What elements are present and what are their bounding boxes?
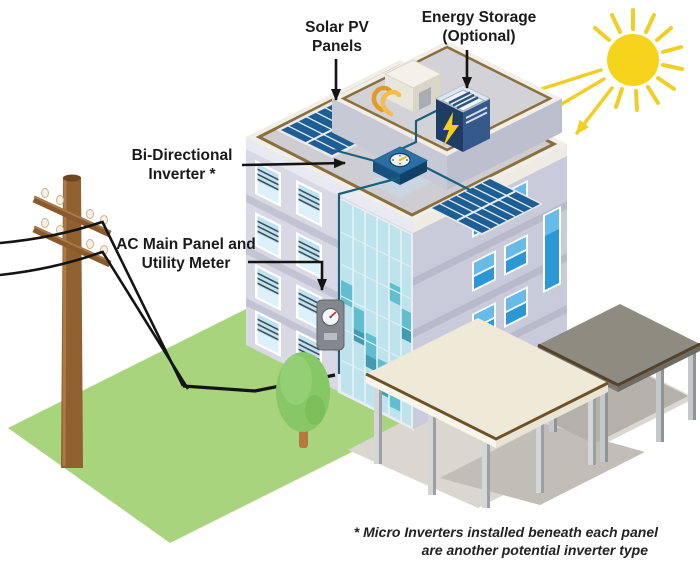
callouts: Solar PV Panels Energy Storage (Optional… xyxy=(116,9,537,291)
cornice-left xyxy=(246,137,413,233)
rooftop-pipe xyxy=(371,85,393,113)
building xyxy=(246,41,567,431)
sun-rays xyxy=(593,8,684,112)
footnote: * Micro Inverters installed beneath each… xyxy=(354,524,659,558)
label-inverter-line1: Bi-Directional xyxy=(132,147,233,164)
label-solar-pv-line2: Panels xyxy=(312,38,362,55)
utility-pole xyxy=(32,174,112,468)
penthouse-door xyxy=(419,87,431,110)
windows-right-face xyxy=(470,178,561,346)
label-inverter-line2: Inverter * xyxy=(148,166,216,183)
label-solar-pv-line1: Solar PV xyxy=(305,19,369,36)
rooftop-penthouse xyxy=(371,59,443,117)
label-ac-main-line2: Utility Meter xyxy=(142,255,231,272)
sun-icon xyxy=(607,34,659,86)
dc-ac-connection-lines xyxy=(333,108,471,191)
solar-array-2 xyxy=(429,177,543,235)
arrow-inverter xyxy=(241,158,346,169)
lightning-bolt-icon xyxy=(443,112,459,147)
tree xyxy=(276,352,330,448)
canopy-legs xyxy=(374,386,596,508)
footnote-line1: * Micro Inverters installed beneath each… xyxy=(354,524,659,540)
floor-band xyxy=(413,201,567,286)
front-canopy xyxy=(365,318,609,508)
floor-band xyxy=(413,253,567,338)
label-ac-main-line1: AC Main Panel and xyxy=(116,236,256,253)
arrow-ac-main xyxy=(248,260,327,291)
rooftop-pipe xyxy=(380,89,402,117)
label-energy-storage-line1: Energy Storage xyxy=(422,9,537,26)
tall-window xyxy=(543,206,561,293)
energy-storage-battery xyxy=(434,84,492,152)
label-energy-storage-line2: (Optional) xyxy=(442,28,515,45)
footnote-line2: are another potential inverter type xyxy=(422,542,649,558)
crossarm xyxy=(32,195,112,238)
crossarm xyxy=(32,225,112,268)
utility-meter xyxy=(316,299,345,351)
